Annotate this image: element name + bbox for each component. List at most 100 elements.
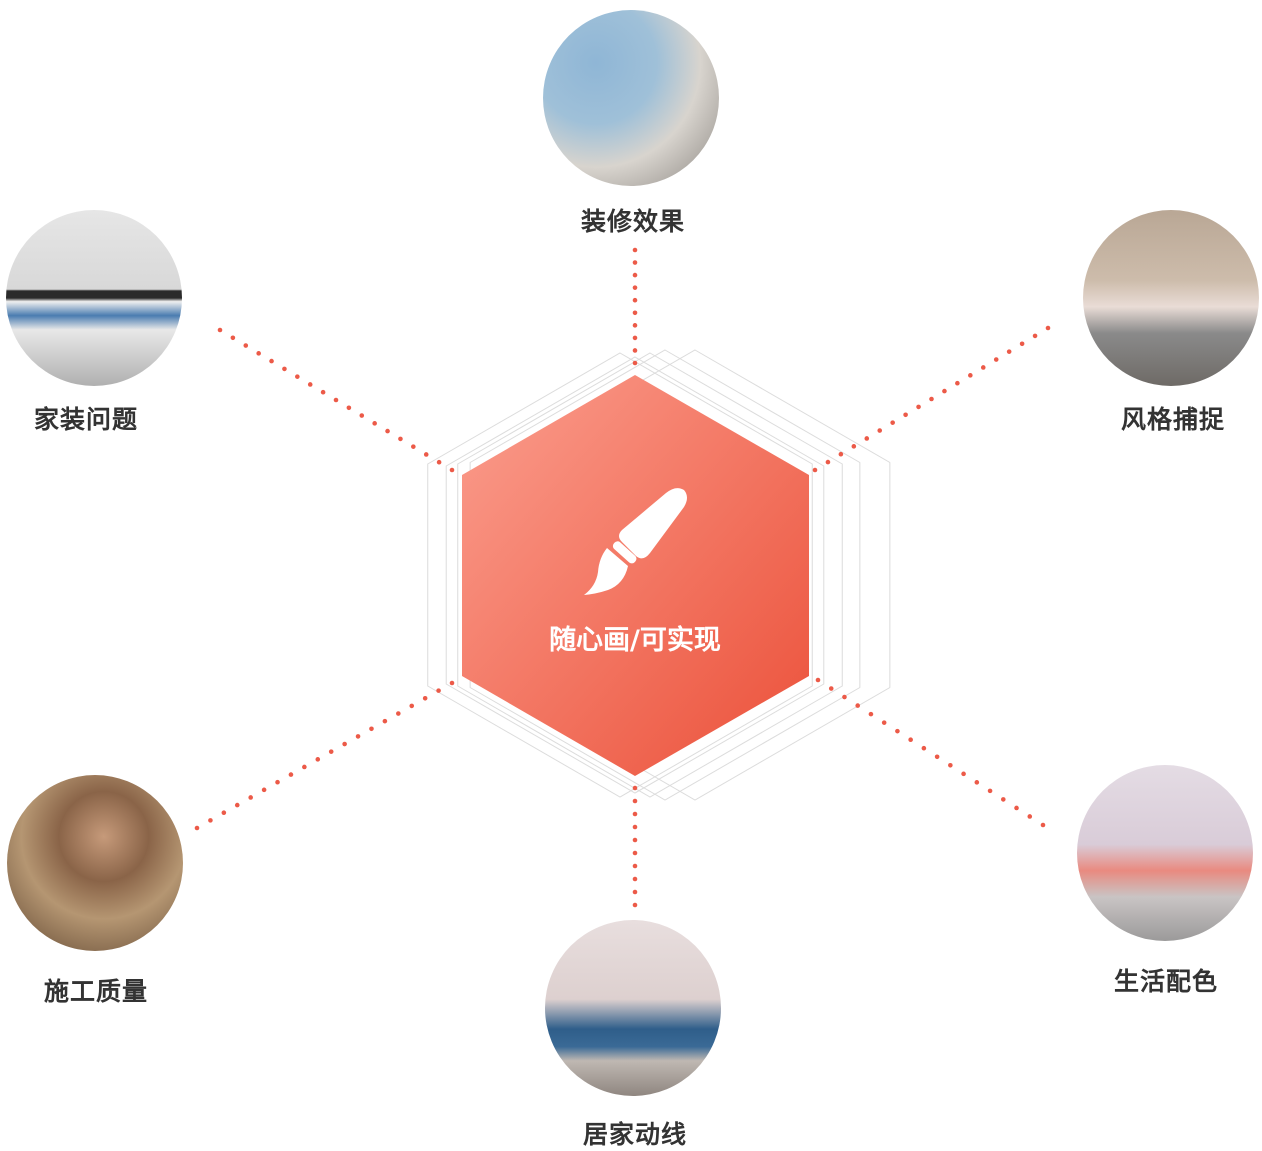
connector-dot bbox=[315, 757, 321, 762]
hexagon-outline bbox=[457, 352, 843, 798]
connector-dot bbox=[436, 688, 441, 693]
connector-dot bbox=[1006, 349, 1012, 354]
connector-dot bbox=[993, 357, 999, 362]
connector-dot bbox=[369, 726, 374, 732]
node-image-left-top[interactable] bbox=[6, 210, 182, 386]
node-image-left-bottom[interactable] bbox=[7, 775, 183, 951]
connector-dot bbox=[980, 365, 986, 370]
connector-dot bbox=[881, 720, 887, 725]
node-label-bottom: 居家动线 bbox=[582, 1120, 688, 1149]
connector-dot bbox=[632, 824, 638, 830]
connector-dot bbox=[422, 695, 428, 701]
connector-dot bbox=[275, 779, 280, 785]
connector-dot bbox=[825, 459, 831, 465]
connector-dot bbox=[396, 711, 401, 716]
connector-dot bbox=[346, 405, 352, 411]
hexagon-outline bbox=[469, 349, 861, 801]
connector-dot bbox=[903, 412, 908, 418]
connector-dot bbox=[1027, 814, 1033, 819]
connector-dot bbox=[632, 785, 638, 791]
connector-dot bbox=[838, 451, 844, 457]
connector-dot bbox=[248, 795, 253, 800]
hexagon-outlines bbox=[427, 349, 891, 801]
connector-dot bbox=[632, 902, 638, 908]
node-image-top[interactable] bbox=[543, 10, 719, 186]
connector-dot bbox=[895, 728, 900, 734]
connector-dot bbox=[632, 889, 638, 895]
connector-dot bbox=[961, 771, 966, 777]
connector-dot bbox=[288, 772, 294, 777]
connector-dot bbox=[307, 382, 313, 387]
connector-dot bbox=[217, 327, 223, 333]
connector-dot bbox=[243, 343, 249, 348]
connector-dot bbox=[359, 413, 365, 418]
connector-dot bbox=[208, 818, 213, 823]
connector-dot bbox=[632, 876, 638, 882]
connector-dot bbox=[230, 335, 236, 341]
connector-dot bbox=[234, 802, 240, 808]
connector-dot bbox=[1032, 333, 1038, 339]
connector-dot bbox=[449, 467, 455, 473]
connector-dot bbox=[987, 788, 993, 794]
node-label-top: 装修效果 bbox=[580, 207, 686, 236]
connector-dot bbox=[320, 389, 326, 395]
connector-dot bbox=[929, 396, 934, 402]
node-label-left-top: 家装问题 bbox=[33, 405, 139, 434]
connector-dot bbox=[1000, 797, 1006, 802]
connector-dot bbox=[632, 323, 638, 328]
connector-dot bbox=[632, 272, 638, 278]
node-label-right-top: 风格捕捉 bbox=[1120, 405, 1226, 434]
connector-dot bbox=[632, 798, 638, 804]
connector-dot bbox=[632, 297, 638, 303]
connector-dot bbox=[328, 749, 334, 754]
connector-dot bbox=[632, 285, 638, 290]
connector-dot bbox=[1014, 805, 1019, 811]
connector-dot bbox=[256, 351, 261, 356]
hexagon-outline bbox=[445, 356, 825, 794]
connector-dot bbox=[342, 741, 347, 747]
connector-dot bbox=[632, 348, 638, 353]
connector-dot bbox=[842, 694, 847, 700]
center-hexagon bbox=[462, 375, 809, 776]
node-label-right-bottom: 生活配色 bbox=[1113, 967, 1219, 996]
connector-dot bbox=[261, 787, 267, 793]
connector-dot bbox=[632, 260, 638, 265]
connector-dot bbox=[916, 404, 921, 410]
connector-dot bbox=[436, 459, 442, 465]
connector-dot bbox=[398, 436, 403, 442]
connector-dot bbox=[948, 762, 953, 768]
connector-dot bbox=[921, 745, 927, 751]
node-image-right-top[interactable] bbox=[1083, 210, 1259, 386]
connector-dot bbox=[934, 754, 940, 760]
dotted-connectors bbox=[194, 247, 1051, 908]
node-image-bottom[interactable] bbox=[545, 920, 721, 1096]
connector-dot bbox=[449, 680, 455, 686]
connector-dot bbox=[1019, 341, 1025, 347]
connector-dot bbox=[968, 373, 973, 378]
connector-dot bbox=[815, 677, 821, 683]
connector-dot bbox=[974, 780, 980, 785]
connector-dot bbox=[864, 436, 870, 441]
connector-dot bbox=[632, 335, 638, 341]
connector-dot bbox=[877, 428, 883, 433]
connector-dot bbox=[372, 421, 377, 426]
node-image-right-bottom[interactable] bbox=[1077, 765, 1253, 941]
connector-dot bbox=[1040, 822, 1046, 828]
connector-dot bbox=[423, 452, 429, 457]
connector-dot bbox=[282, 366, 287, 372]
connector-dot bbox=[868, 711, 874, 717]
connector-dot bbox=[851, 444, 857, 449]
connector-dot bbox=[632, 310, 638, 316]
connector-dot bbox=[409, 703, 415, 709]
center-title: 随心画/可实现 bbox=[549, 625, 721, 656]
connector-dot bbox=[302, 764, 307, 770]
connector-dot bbox=[828, 686, 834, 691]
paintbrush-icon bbox=[584, 488, 687, 595]
connector-dot bbox=[632, 837, 638, 843]
connector-dot bbox=[355, 734, 361, 739]
connector-dot bbox=[632, 360, 638, 366]
connector-dot bbox=[411, 444, 416, 449]
connector-dot bbox=[1045, 325, 1051, 331]
connector-dot bbox=[269, 358, 274, 364]
